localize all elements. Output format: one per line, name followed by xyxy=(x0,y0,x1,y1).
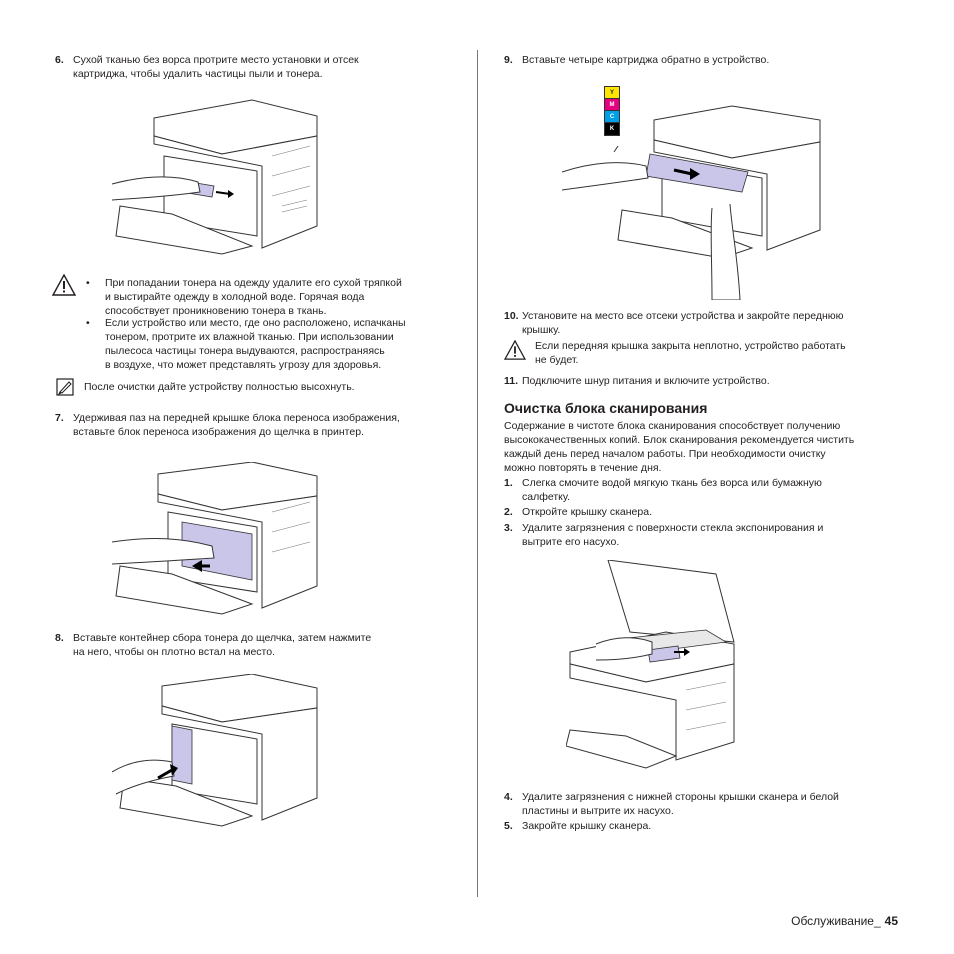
printer-illustration-transfer-belt xyxy=(112,462,318,615)
section-intro: Содержание в чистоте блока сканирования … xyxy=(504,419,904,475)
step-text-line: Удалите загрязнения с нижней стороны кры… xyxy=(522,791,839,803)
step-text-line: Подключите шнур питания и включите устро… xyxy=(522,375,770,387)
warning-text-line: Если передняя крышка закрыта неплотно, у… xyxy=(535,340,846,352)
step-number: 7. xyxy=(55,412,64,424)
step-number: 6. xyxy=(55,54,64,66)
step-text-line: вытрите его насухо. xyxy=(522,536,620,548)
printer-illustration-waste-toner xyxy=(112,674,318,827)
step-text-line: Установите на место все отсеки устройств… xyxy=(522,310,844,322)
section-heading: Очистка блока сканирования xyxy=(504,400,708,416)
toner-label-c: C xyxy=(605,111,619,123)
step-text-line: Закройте крышку сканера. xyxy=(522,820,652,832)
note-text: После очистки дайте устройству полностью… xyxy=(84,381,355,393)
step-text-line: Слегка смочите водой мягкую ткань без во… xyxy=(522,477,822,489)
toner-color-legend: Y M C K xyxy=(604,86,620,136)
step-number: 4. xyxy=(504,791,513,803)
warning-text-line: и выстирайте одежду в холодной воде. Гор… xyxy=(105,291,365,303)
step-number: 9. xyxy=(504,54,513,66)
page-footer: Обслуживание_45 xyxy=(791,914,898,928)
step-number: 1. xyxy=(504,477,513,489)
footer-section: Обслуживание_ xyxy=(791,914,881,928)
step-number: 10. xyxy=(504,310,519,322)
page-number: 45 xyxy=(884,914,898,928)
step-text-line: пластины и вытрите их насухо. xyxy=(522,805,674,817)
warning-front-cover: Если передняя крышка закрыта неплотно, у… xyxy=(535,339,905,367)
step-text-line: на него, чтобы он плотно встал на место. xyxy=(73,646,276,658)
toner-label-y: Y xyxy=(605,87,619,99)
step-text-line: картриджа, чтобы удалить частицы пыли и … xyxy=(73,68,323,80)
warning-icon xyxy=(504,340,526,360)
step-number: 11. xyxy=(504,375,519,387)
step-text-line: Сухой тканью без ворса протрите место ус… xyxy=(73,54,359,66)
intro-line: каждый день перед началом работы. При не… xyxy=(504,448,826,460)
toner-label-m: M xyxy=(605,99,619,111)
step-text-line: Удерживая паз на передней крышке блока п… xyxy=(73,412,400,424)
printer-illustration-toner-cartridges xyxy=(562,105,821,300)
warning-text-line: в воздухе, что может представлять угрозу… xyxy=(105,359,382,371)
note-icon xyxy=(56,378,74,396)
warning-text-line: При попадании тонера на одежду удалите е… xyxy=(105,277,402,289)
warning-text-line: Если устройство или место, где оно распо… xyxy=(105,317,406,329)
intro-line: Содержание в чистоте блока сканирования … xyxy=(504,420,841,432)
step-text-line: Удалите загрязнения с поверхности стекла… xyxy=(522,522,824,534)
step-text-line: крышку. xyxy=(522,324,561,336)
warning-icon xyxy=(52,274,76,296)
toner-label-k: K xyxy=(605,123,619,135)
step-text-line: Вставьте четыре картриджа обратно в устр… xyxy=(522,54,770,66)
step-number: 8. xyxy=(55,632,64,644)
step-number: 5. xyxy=(504,820,513,832)
step-text-line: салфетку. xyxy=(522,491,570,503)
intro-line: высококачественных копий. Блок сканирова… xyxy=(504,434,855,446)
printer-illustration-cleaning xyxy=(112,99,318,255)
step-number: 3. xyxy=(504,522,513,534)
warning-text-line: тонером, протрите их влажной тканью. При… xyxy=(105,331,394,343)
scanner-illustration xyxy=(566,560,735,769)
step-text-line: Вставьте контейнер сбора тонера до щелчк… xyxy=(73,632,372,644)
step-number: 2. xyxy=(504,506,513,518)
intro-line: можно повторять в течение дня. xyxy=(504,462,662,474)
step-text-line: Откройте крышку сканера. xyxy=(522,506,652,518)
column-divider xyxy=(477,50,478,897)
warning-text-line: не будет. xyxy=(535,354,579,366)
warning-text-line: способствует проникновению тонера в ткан… xyxy=(105,305,327,317)
warning-text-line: пылесоса частицы тонера выдуваются, расп… xyxy=(105,345,385,357)
step-text-line: вставьте блок переноса изображения до ще… xyxy=(73,426,364,438)
